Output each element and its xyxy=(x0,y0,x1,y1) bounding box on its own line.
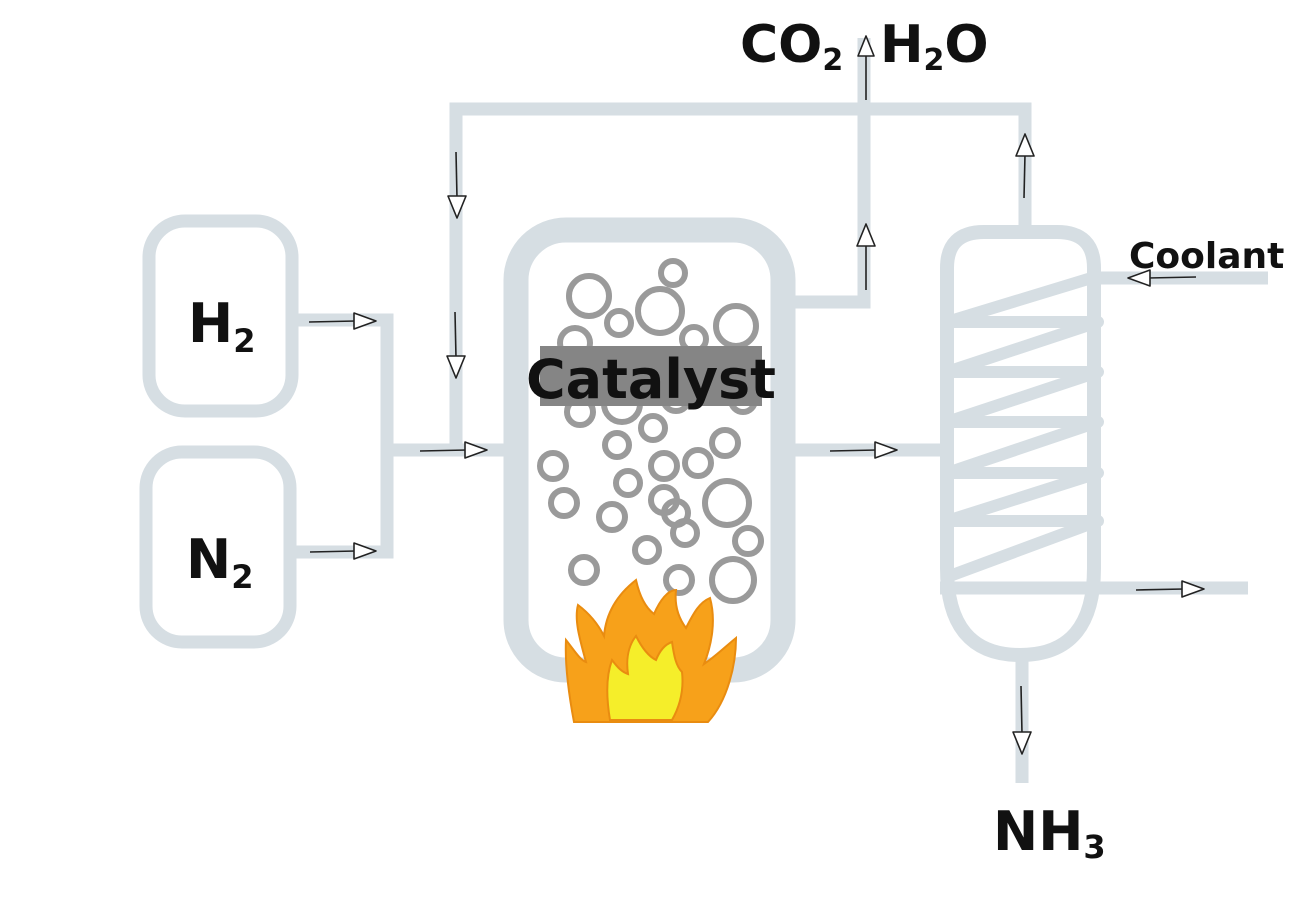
nh3-label: NH3 xyxy=(993,800,1106,866)
n2-label: N2 xyxy=(186,528,253,596)
arrow-icon xyxy=(1015,133,1035,199)
arrow-icon xyxy=(857,35,875,100)
catalyst-label-bg xyxy=(540,346,762,406)
condenser-vessel xyxy=(940,225,1101,663)
bubble xyxy=(658,258,688,288)
arrow-icon xyxy=(309,542,377,560)
arrow-icon xyxy=(447,151,467,219)
bubble xyxy=(635,286,685,336)
bubble xyxy=(602,430,632,460)
arrow-icon xyxy=(1012,685,1032,755)
bubble xyxy=(709,556,757,604)
flow-arrows xyxy=(308,35,1205,755)
bubble xyxy=(670,518,700,548)
catalyst-bubbles xyxy=(537,258,764,604)
arrow-icon xyxy=(856,223,876,290)
bubble xyxy=(638,413,668,443)
bubble xyxy=(632,535,662,565)
bubble xyxy=(709,427,741,459)
arrow-icon xyxy=(829,441,898,459)
bubble xyxy=(604,308,634,338)
reactor-vessel xyxy=(503,217,796,683)
bubble xyxy=(648,450,680,482)
bubble xyxy=(596,501,628,533)
catalyst-label-group: Catalyst xyxy=(526,346,776,411)
condenser-coil xyxy=(941,270,1104,583)
bubble xyxy=(682,447,714,479)
flame-icon xyxy=(564,578,738,723)
arrow-icon xyxy=(419,441,488,459)
bubble xyxy=(537,450,569,482)
arrow-icon xyxy=(308,312,377,330)
co2-label: CO2 xyxy=(740,15,843,78)
n2-tank xyxy=(139,445,297,649)
h2-label: H2 xyxy=(188,292,255,360)
bubble xyxy=(613,468,643,498)
bubble xyxy=(566,273,612,319)
bubble xyxy=(663,564,695,596)
h2o-label: H2O xyxy=(880,15,989,78)
bubble xyxy=(702,478,752,528)
bubble xyxy=(568,554,600,586)
bubble xyxy=(713,303,759,349)
arrow-icon xyxy=(1127,269,1197,287)
feed-merge-pipe xyxy=(292,313,394,559)
bubble xyxy=(548,487,580,519)
arrow-icon xyxy=(1135,580,1205,598)
catalyst-label: Catalyst xyxy=(526,348,776,411)
coolant-label: Coolant xyxy=(1129,236,1284,277)
arrow-icon xyxy=(446,311,466,379)
chemical-labels: H2 N2 CO2 H2O Coolant NH3 xyxy=(186,15,1284,866)
reactor-top-outlet-pipe xyxy=(790,109,871,309)
bubble xyxy=(732,525,764,557)
